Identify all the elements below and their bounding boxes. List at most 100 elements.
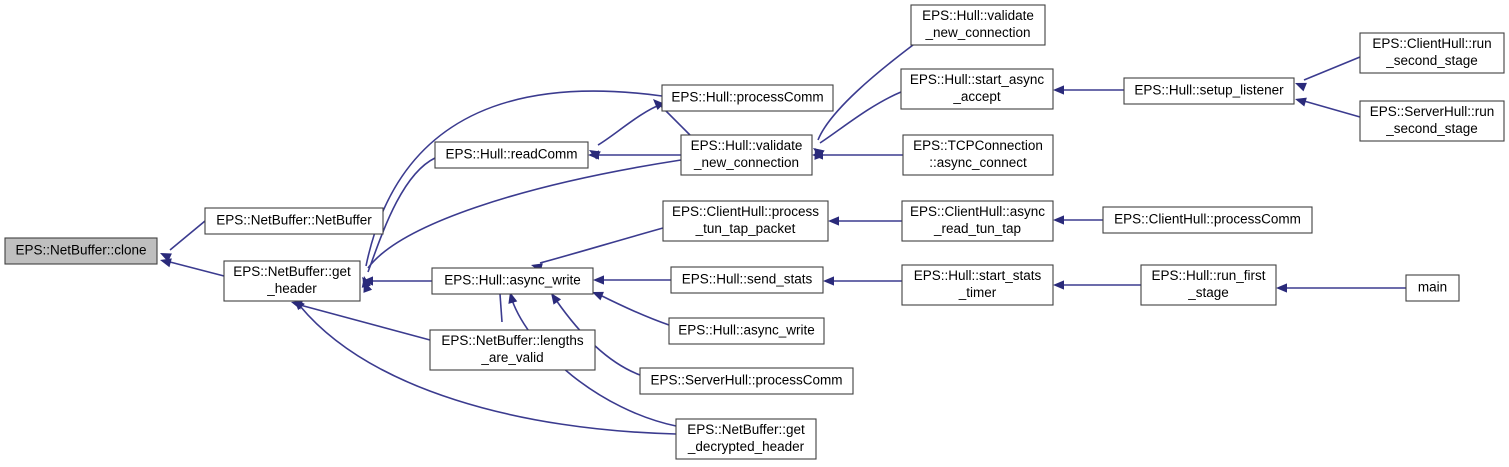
graph-node-client_process_comm[interactable]: EPS::ClientHull::processComm — [1102, 206, 1313, 234]
node-box[interactable] — [1359, 32, 1505, 74]
graph-node-setup_listener[interactable]: EPS::Hull::setup_listener — [1123, 77, 1295, 105]
graph-node-start_stats_timer[interactable]: EPS::Hull::start_stats_timer — [901, 264, 1054, 306]
graph-node-async_write_hub[interactable]: EPS::Hull::async_write — [431, 267, 594, 295]
graph-node-server_run_second[interactable]: EPS::ServerHull::run_second_stage — [1359, 100, 1505, 142]
graph-node-lengths_are_valid[interactable]: EPS::NetBuffer::lengths_are_valid — [429, 329, 596, 371]
graph-node-read_comm[interactable]: EPS::Hull::readComm — [434, 141, 589, 169]
graph-node-send_stats[interactable]: EPS::Hull::send_stats — [670, 266, 824, 294]
node-box[interactable] — [668, 317, 825, 345]
node-label: EPS::Hull::start_stats — [914, 268, 1042, 283]
graph-edge — [294, 299, 677, 435]
graph-node-server_process_comm[interactable]: EPS::ServerHull::processComm — [639, 367, 854, 395]
edge-arrowhead — [593, 275, 604, 285]
node-label: EPS::NetBuffer::lengths — [441, 333, 584, 348]
node-box[interactable] — [4, 237, 158, 265]
graph-node-process_tun_tap[interactable]: EPS::ClientHull::process_tun_tap_packet — [662, 200, 829, 242]
graph-node-async_write_leaf[interactable]: EPS::Hull::async_write — [668, 317, 825, 345]
node-label: EPS::ServerHull::run — [1370, 104, 1495, 119]
edge-arrowhead — [1053, 280, 1064, 290]
graph-node-process_comm[interactable]: EPS::Hull::processComm — [661, 84, 834, 112]
node-label: EPS::Hull::send_stats — [682, 272, 813, 287]
node-box[interactable] — [1359, 100, 1505, 142]
graph-node-run_first_stage[interactable]: EPS::Hull::run_first_stage — [1140, 264, 1277, 306]
graph-edge — [1295, 56, 1361, 92]
edge-arrowhead — [160, 258, 172, 268]
graph-node-validate_top[interactable]: EPS::Hull::validate_new_connection — [910, 4, 1046, 46]
edge-line — [367, 159, 682, 269]
node-box[interactable] — [901, 264, 1054, 306]
graph-node-netbuffer_ctor[interactable]: EPS::NetBuffer::NetBuffer — [204, 207, 384, 235]
graph-node-main[interactable]: main — [1405, 274, 1460, 302]
edge-line — [499, 293, 503, 323]
node-box[interactable] — [204, 207, 384, 235]
edge-line — [299, 305, 677, 435]
node-label: ::async_connect — [929, 155, 1027, 170]
node-box[interactable] — [900, 68, 1054, 110]
graph-node-client_async_read[interactable]: EPS::ClientHull::async_read_tun_tap — [901, 200, 1054, 242]
edge-line — [597, 103, 663, 146]
node-box[interactable] — [670, 266, 824, 294]
node-box[interactable] — [434, 141, 589, 169]
graph-edge — [589, 103, 663, 160]
edge-line — [169, 261, 225, 277]
node-label: EPS::Hull::async_write — [444, 273, 581, 288]
graph-edge — [823, 276, 902, 286]
node-box[interactable] — [431, 267, 594, 295]
node-label: EPS::Hull::readComm — [445, 147, 577, 162]
node-label: _accept — [952, 89, 1001, 104]
graph-edge — [1053, 215, 1103, 225]
node-label: EPS::TCPConnection — [913, 138, 1043, 153]
graph-edge — [828, 216, 902, 226]
node-box[interactable] — [223, 260, 361, 302]
node-label: _new_connection — [924, 25, 1030, 40]
node-box[interactable] — [662, 200, 829, 242]
node-box[interactable] — [680, 134, 813, 176]
node-label: _tun_tap_packet — [695, 221, 796, 236]
graph-node-clone[interactable]: EPS::NetBuffer::clone — [4, 237, 158, 265]
node-box[interactable] — [675, 418, 817, 460]
graph-edge — [588, 150, 681, 160]
graph-edge — [160, 258, 225, 277]
graph-edge — [1276, 283, 1406, 293]
graph-edge — [592, 291, 670, 326]
node-box[interactable] — [639, 367, 854, 395]
edge-line — [299, 304, 431, 341]
graph-edge — [531, 227, 664, 273]
node-box[interactable] — [1140, 264, 1277, 306]
node-label: _stage — [1187, 285, 1229, 300]
node-label: EPS::Hull::start_async — [910, 72, 1045, 87]
edge-arrowhead — [551, 293, 562, 305]
node-label: EPS::Hull::run_first — [1151, 268, 1265, 283]
node-box[interactable] — [910, 4, 1046, 46]
node-label: EPS::ClientHull::async — [910, 204, 1045, 219]
node-box[interactable] — [429, 329, 596, 371]
graph-node-tcp_async_connect[interactable]: EPS::TCPConnection::async_connect — [902, 134, 1054, 176]
graph-node-get_header[interactable]: EPS::NetBuffer::get_header — [223, 260, 361, 302]
node-box[interactable] — [902, 134, 1054, 176]
node-label: EPS::ServerHull::processComm — [650, 373, 842, 388]
graph-edge — [1053, 280, 1141, 290]
graph-nodes-layer: EPS::NetBuffer::clone EPS::NetBuffer::Net… — [4, 4, 1505, 460]
edge-line — [169, 220, 206, 251]
graph-node-client_run_second[interactable]: EPS::ClientHull::run_second_stage — [1359, 32, 1505, 74]
graph-node-start_async_accept[interactable]: EPS::Hull::start_async_accept — [900, 68, 1054, 110]
edge-arrowhead — [828, 216, 839, 226]
node-label: EPS::Hull::async_write — [678, 323, 815, 338]
graph-edge — [160, 220, 206, 262]
node-label: EPS::NetBuffer::get — [233, 264, 351, 279]
graph-edge — [291, 300, 431, 341]
node-box[interactable] — [1405, 274, 1460, 302]
node-box[interactable] — [1102, 206, 1313, 234]
node-label: _header — [266, 281, 317, 296]
node-label: main — [1418, 280, 1447, 295]
node-box[interactable] — [661, 84, 834, 112]
edge-line — [539, 227, 664, 264]
edge-line — [365, 90, 663, 267]
graph-edge — [361, 90, 663, 288]
node-label: EPS::NetBuffer::clone — [15, 243, 146, 258]
node-box[interactable] — [901, 200, 1054, 242]
edge-line — [817, 44, 914, 141]
graph-node-validate_mid[interactable]: EPS::Hull::validate_new_connection — [680, 134, 813, 176]
graph-node-get_decrypted[interactable]: EPS::NetBuffer::get_decrypted_header — [675, 418, 817, 460]
node-box[interactable] — [1123, 77, 1295, 105]
